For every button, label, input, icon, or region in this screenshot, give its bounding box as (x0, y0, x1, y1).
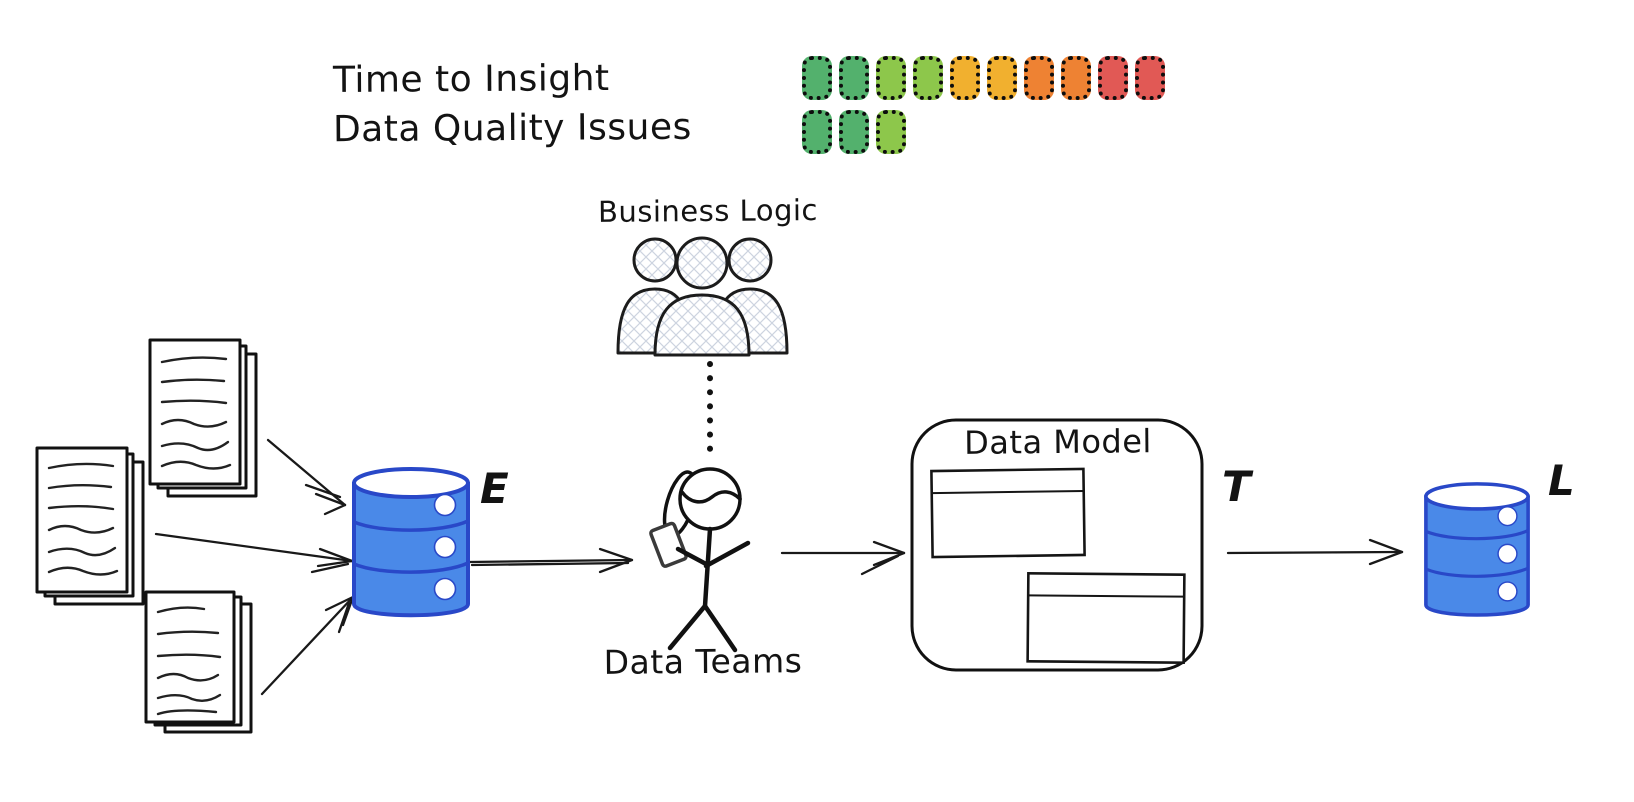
meter-square-lime (913, 56, 943, 100)
transform-label: T (1222, 462, 1252, 511)
meter-square-green (839, 56, 869, 100)
meter-square-orange (1024, 56, 1054, 100)
left-arm (675, 546, 709, 567)
data-model-label: Data Model (964, 422, 1152, 462)
data-quality-meter (802, 110, 906, 154)
db-separator (1425, 529, 1529, 541)
arrow-extract-to-teams (467, 547, 634, 574)
db-top (1424, 482, 1530, 511)
people-group-icon (616, 236, 789, 357)
time-to-insight-meter (802, 56, 1165, 100)
meter-square-green (802, 110, 832, 154)
meter-square-red (1135, 56, 1165, 100)
person-head (675, 236, 729, 290)
data-quality-issues-label: Data Quality Issues (332, 106, 692, 151)
db-separator (353, 561, 469, 574)
meter-square-green (802, 56, 832, 100)
meter-square-amber (950, 56, 980, 100)
person-head (632, 237, 678, 283)
phone-icon (649, 521, 688, 568)
document-stack-icon (35, 446, 145, 606)
arrow-doc-top-to-db (266, 438, 347, 516)
data-model-box (910, 418, 1204, 672)
hair (680, 490, 742, 504)
meter-square-amber (987, 56, 1017, 100)
left-leg (667, 603, 708, 651)
business-logic-label: Business Logic (597, 193, 819, 229)
db-dots (1497, 506, 1518, 602)
person-head (727, 237, 773, 283)
meter-square-red (1098, 56, 1128, 100)
document-stack-icon (144, 590, 253, 734)
db-separator (353, 519, 469, 532)
meter-square-lime (876, 56, 906, 100)
data-teams-person-icon (649, 467, 751, 653)
right-arm (703, 540, 751, 569)
meter-square-green (839, 110, 869, 154)
db-top (352, 467, 470, 499)
table-icon (1026, 572, 1186, 664)
meter-square-orange (1061, 56, 1091, 100)
extract-label: E (480, 464, 510, 513)
arrow-teams-to-model (780, 540, 906, 576)
time-to-insight-label: Time to Insight (332, 58, 610, 101)
table-icon (930, 467, 1086, 559)
db-dots (433, 493, 457, 601)
document-stack-icon (148, 338, 258, 498)
person-body (653, 293, 751, 357)
arrow-doc-mid-to-db (154, 532, 354, 574)
load-label: L (1548, 456, 1576, 505)
arrow-doc-bottom-to-db (260, 595, 355, 696)
arrow-transform-to-load (1226, 538, 1404, 566)
business-logic-connector (707, 361, 713, 465)
load-database-icon (1424, 482, 1530, 617)
db-separator (1425, 566, 1529, 578)
data-teams-label: Data Teams (603, 641, 803, 682)
extract-database-icon (352, 467, 470, 618)
right-leg (702, 603, 738, 653)
meter-square-lime (876, 110, 906, 154)
